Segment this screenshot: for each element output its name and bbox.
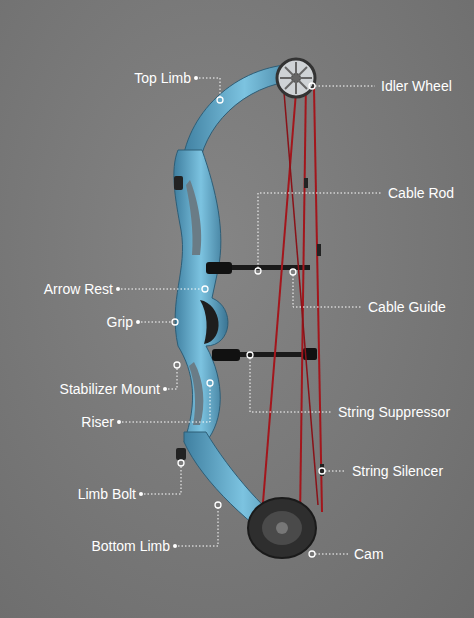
cable: [314, 88, 322, 512]
limb-bolt: [176, 448, 186, 460]
idler-spokes: [280, 62, 312, 94]
leader-rings: [172, 83, 325, 557]
part-label: Stabilizer Mount: [60, 380, 160, 398]
leader-dots: [116, 76, 198, 548]
cable-rod-grip: [206, 262, 232, 274]
limb-bolt: [174, 176, 183, 190]
string-silencer: [320, 464, 324, 476]
grip: [200, 300, 219, 344]
string-silencer: [317, 244, 321, 256]
riser-cutout: [186, 180, 201, 255]
part-label: Arrow Rest: [44, 280, 113, 298]
riser: [174, 150, 228, 442]
part-label: String Silencer: [352, 462, 443, 480]
part-label: Idler Wheel: [381, 77, 452, 95]
riser-cutout: [189, 362, 203, 425]
bottom-limb: [184, 432, 302, 552]
part-label: String Suppressor: [338, 403, 450, 421]
cam-inner: [262, 511, 302, 545]
part-label: Riser: [81, 413, 114, 431]
string-suppressor-grip: [212, 349, 240, 361]
part-label: Cable Guide: [368, 298, 446, 316]
leader-lines: [121, 78, 382, 554]
cam-axle: [276, 522, 288, 534]
cable: [262, 92, 296, 515]
part-label: Cam: [354, 545, 384, 563]
string-silencer: [304, 178, 308, 188]
cam: [248, 498, 316, 558]
part-label: Top Limb: [134, 69, 191, 87]
idler-wheel: [277, 59, 315, 97]
part-label: Limb Bolt: [78, 485, 136, 503]
part-label: Bottom Limb: [91, 537, 170, 555]
part-label: Cable Rod: [388, 184, 454, 202]
part-label: Grip: [107, 313, 133, 331]
cable: [284, 92, 318, 505]
